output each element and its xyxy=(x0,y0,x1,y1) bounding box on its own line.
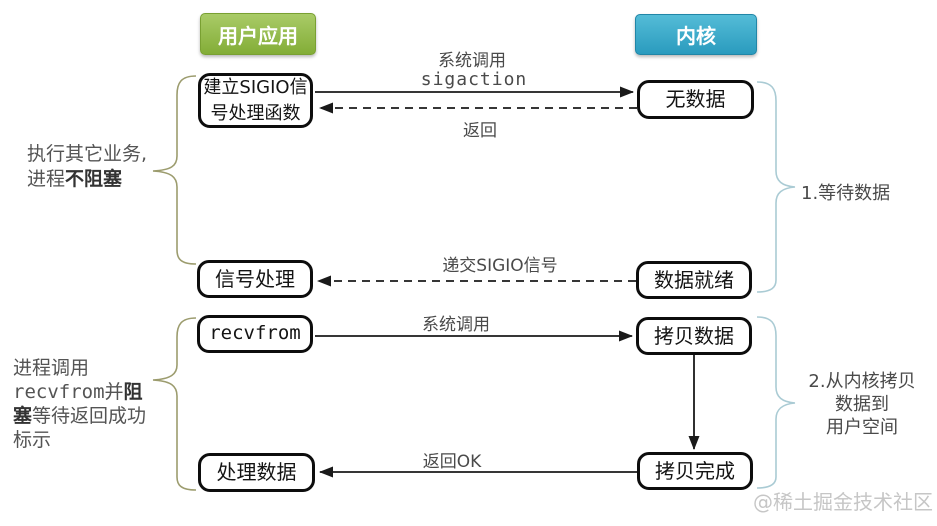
note-copy-line2: 数据到 xyxy=(835,394,889,415)
note1-line2-bold: 不阻塞 xyxy=(65,168,123,190)
label-return-ok: 返回OK xyxy=(422,452,482,472)
note2-line2-bold: 阻 xyxy=(123,381,143,403)
note-copy-kernel-to-user: 2.从内核拷贝 数据到 用户空间 xyxy=(793,370,931,439)
node-copy-data: 拷贝数据 xyxy=(636,317,752,355)
brace-right-1 xyxy=(756,81,796,293)
node-process-data: 处理数据 xyxy=(198,453,315,492)
note2-line3-rest: 等待返回成功 xyxy=(32,405,147,427)
label-deliver-sigio: 递交SIGIO信号 xyxy=(442,256,558,276)
kernel-header: 内核 xyxy=(635,14,757,55)
note2-line4: 标示 xyxy=(13,429,52,451)
label-syscall: 系统调用 xyxy=(438,51,506,71)
node-setup-sigio-handler: 建立SIGIO信 号处理函数 xyxy=(198,73,313,128)
note2-line1: 进程调用 xyxy=(13,357,90,379)
note-recvfrom-blocking: 进程调用 recvfrom并阻 塞等待返回成功 标示 xyxy=(13,356,146,452)
note2-line3-bold: 塞 xyxy=(13,405,33,427)
node-signal-handler: 信号处理 xyxy=(197,260,313,298)
user-app-header: 用户应用 xyxy=(200,13,316,55)
note-other-business: 执行其它业务, 进程不阻塞 xyxy=(27,142,147,192)
note-copy-line3: 用户空间 xyxy=(826,417,898,438)
node-data-ready: 数据就绪 xyxy=(636,261,752,299)
node-setup-line1: 建立SIGIO信 xyxy=(203,77,308,99)
note2-line2-mid: 并 xyxy=(104,381,124,403)
watermark: @稀土掘金技术社区 xyxy=(753,490,933,514)
label-return: 返回 xyxy=(463,121,497,141)
brace-left-2 xyxy=(152,317,197,491)
note2-line2-mono: recvfrom xyxy=(13,381,105,403)
note1-line1: 执行其它业务, xyxy=(27,143,148,165)
brace-right-2 xyxy=(756,316,796,489)
node-recvfrom: recvfrom xyxy=(197,315,313,353)
note-copy-line1: 2.从内核拷贝 xyxy=(808,371,916,392)
node-setup-line2: 号处理函数 xyxy=(210,102,301,124)
label-syscall-recvfrom: 系统调用 xyxy=(422,315,490,335)
note1-line2-normal: 进程 xyxy=(27,168,66,190)
note-wait-data: 1.等待数据 xyxy=(801,183,891,204)
node-no-data: 无数据 xyxy=(637,80,754,119)
brace-left-1 xyxy=(152,75,197,265)
node-copy-done: 拷贝完成 xyxy=(637,452,753,490)
label-sigaction: sigaction xyxy=(420,69,528,90)
